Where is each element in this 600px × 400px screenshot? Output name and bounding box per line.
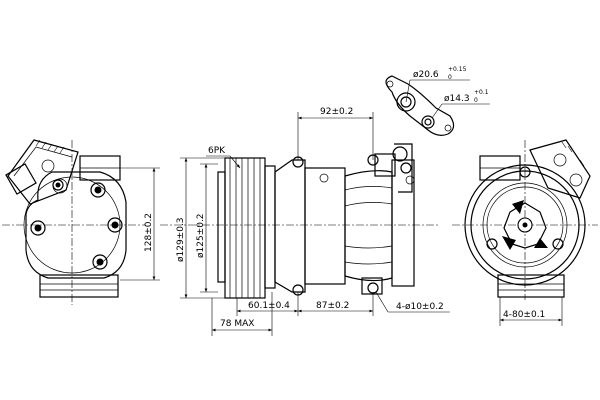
height-dimension: 128±0.2 — [120, 167, 160, 281]
port-20-tol-lower: 0 — [448, 74, 452, 81]
height-dimension-label: 128±0.2 — [144, 213, 154, 252]
port-20-tol-upper: +0.15 — [448, 66, 467, 73]
mount-hole-leader: 4-ø10±0.2 — [375, 291, 450, 313]
diameter-125-label: ø125±0.2 — [196, 213, 206, 258]
width-92-dimension: 92±0.2 — [297, 107, 374, 160]
belt-leader: 6PK — [206, 146, 241, 169]
port-20-label: ø20.6 — [413, 70, 439, 80]
bolt — [90, 182, 106, 198]
side-view: ø129±0.3 ø125±0.2 6PK 92±0.2 60.1±0.4 — [160, 107, 450, 336]
hole-spacing-dimension: 4-80±0.1 — [499, 297, 563, 326]
belt-type-label: 6PK — [208, 146, 226, 156]
bolt — [52, 179, 64, 191]
front-view: 4-80±0.1 — [452, 139, 598, 326]
bolt — [92, 254, 108, 270]
pulley — [217, 157, 276, 299]
hole-spacing-label: 4-80±0.1 — [503, 310, 545, 320]
bolt — [30, 220, 46, 236]
length-dimensions: 60.1±0.4 87±0.2 — [236, 292, 374, 316]
max-length-dimension: 78 MAX — [211, 292, 273, 336]
clutch-hub — [502, 200, 548, 250]
mount-hole-label: 4-ø10±0.2 — [396, 302, 444, 312]
length-87-label: 87±0.2 — [316, 301, 349, 311]
port-14-tol-lower: 0 — [474, 97, 478, 104]
rear-view: 128±0.2 — [2, 139, 160, 305]
side-ports — [392, 143, 415, 193]
diameter-dimensions: ø129±0.3 ø125±0.2 — [176, 157, 225, 299]
diameter-129-label: ø129±0.3 — [176, 217, 186, 262]
valve-block — [529, 139, 591, 199]
port-14-tol-upper: +0.1 — [474, 89, 489, 96]
port-14-label: ø14.3 — [444, 94, 470, 104]
bolt — [107, 217, 123, 233]
width-92-label: 92±0.2 — [320, 107, 353, 117]
max-length-label: 78 MAX — [220, 319, 254, 329]
port-detail: ø20.6 +0.15 0 ø14.3 +0.1 0 — [385, 66, 490, 136]
length-60-label: 60.1±0.4 — [248, 301, 290, 311]
valve-block — [5, 139, 79, 205]
